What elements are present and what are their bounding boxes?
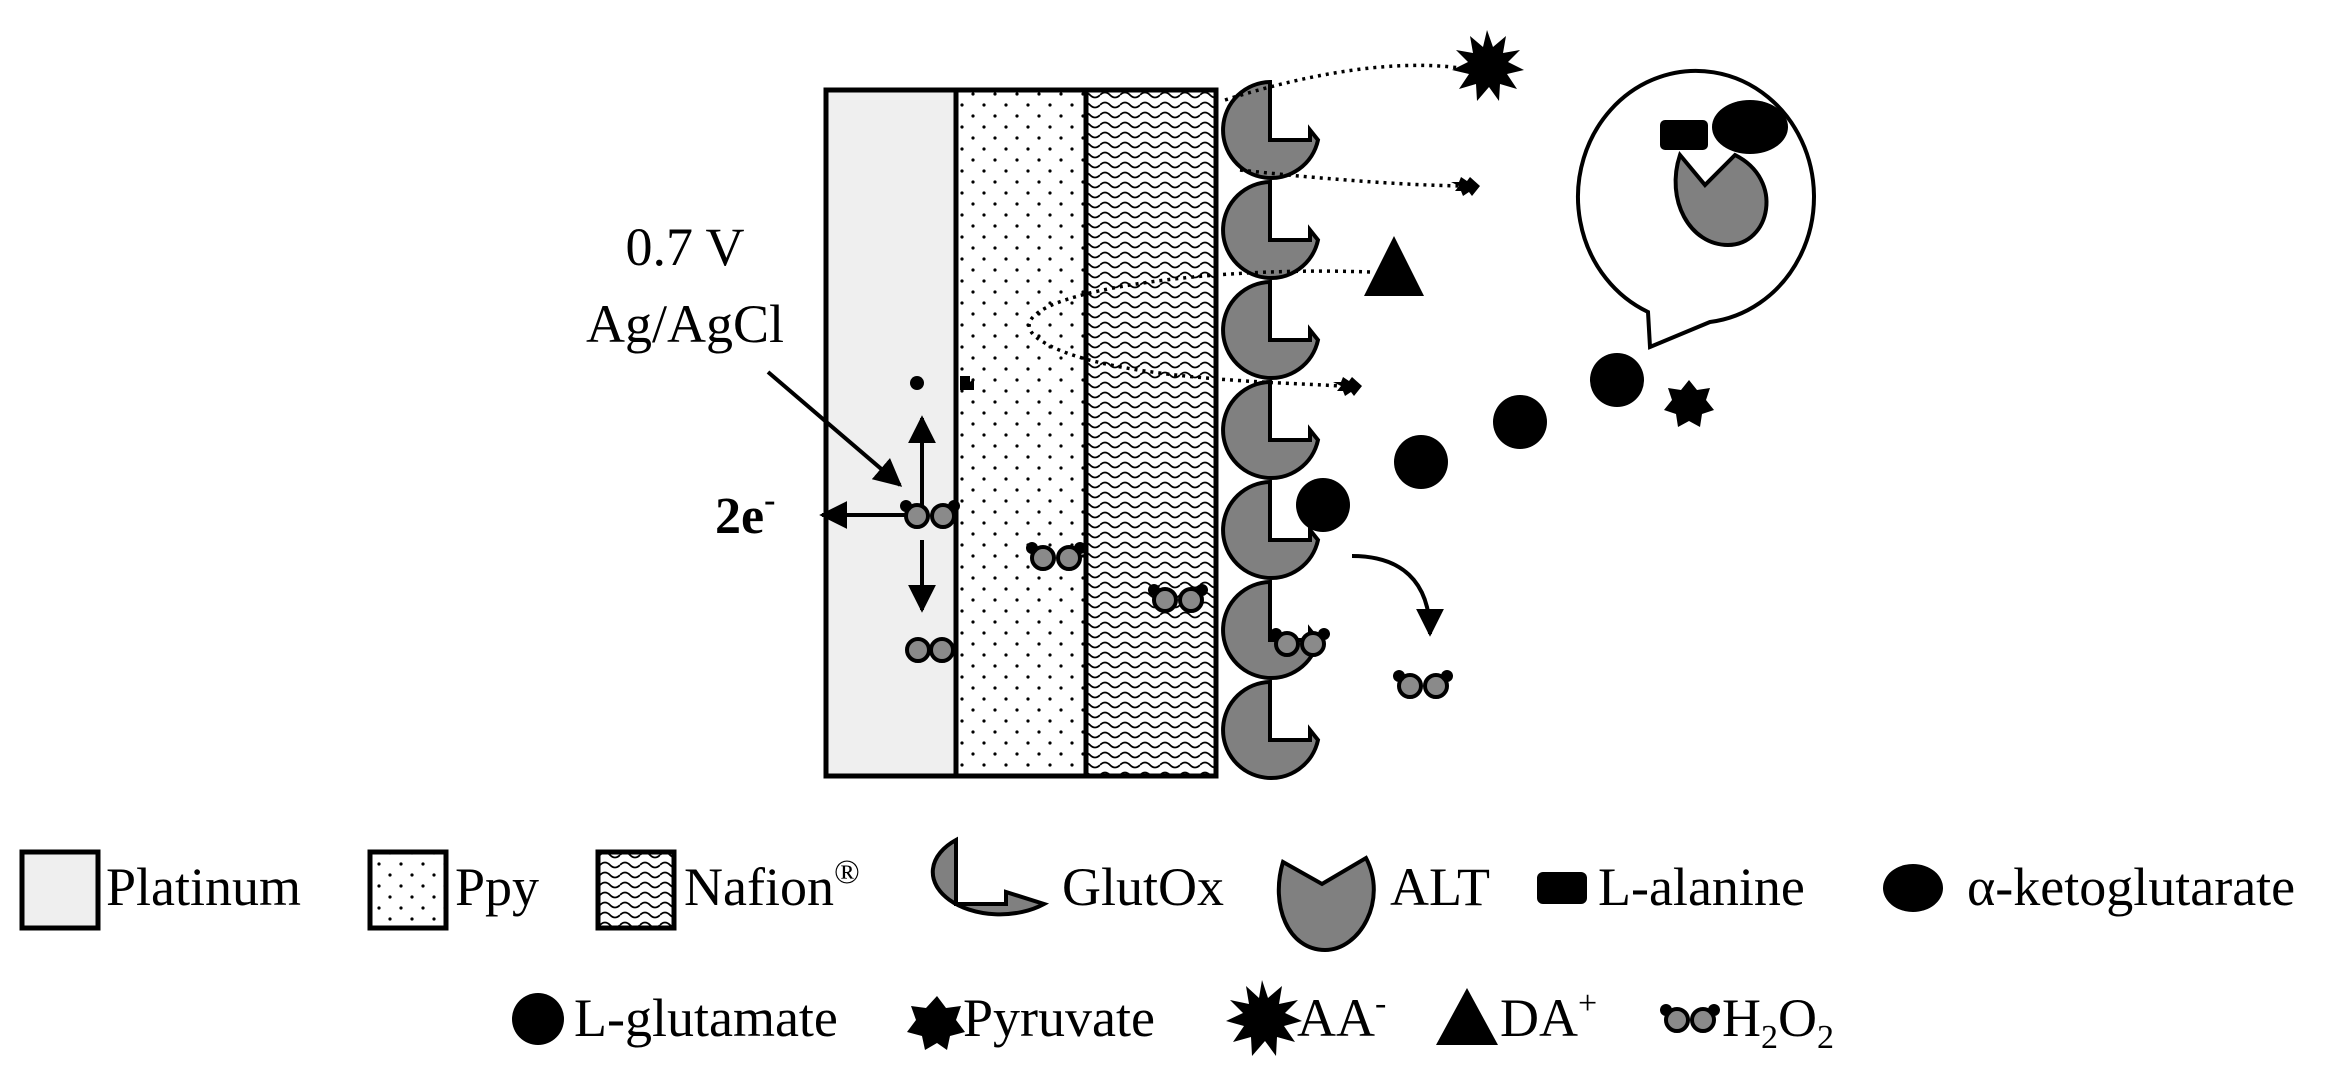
ppy-layer [953, 87, 1089, 779]
legend-nafion-label: Nafion® [684, 854, 860, 917]
arrow-potential [766, 370, 903, 487]
legend-ppy-label: Ppy [455, 857, 539, 917]
legend-platinum-swatch [19, 849, 101, 931]
glutamate-reaction-arrow [1351, 554, 1444, 637]
h2o2-released-icon [1391, 668, 1455, 699]
legend-nafion-text: Nafion [684, 857, 834, 917]
legend-aa-label: AA- [1297, 985, 1386, 1048]
a-ketoglutarate-icon [1712, 100, 1788, 154]
platinum-layer [823, 87, 959, 779]
legend-h2o2-h: H [1722, 988, 1761, 1048]
electrons-label: 2e- [715, 482, 775, 545]
aa-starburst-icon [1452, 30, 1524, 101]
legend-da-sup: + [1578, 985, 1597, 1022]
legend-da-text: DA [1500, 988, 1578, 1048]
legend-l-alanine-icon [1537, 872, 1587, 904]
legend-h2o2-sub2: 2 [1817, 1019, 1834, 1056]
legend-da-label: DA+ [1500, 985, 1597, 1048]
legend-aa-icon [1226, 980, 1302, 1056]
potential-label: 0.7 V [625, 217, 744, 277]
interferent-paths [1027, 63, 1471, 388]
legend-ppy-swatch [367, 849, 449, 931]
legend-da-icon [1436, 988, 1498, 1045]
legend-aa-sup: - [1375, 985, 1386, 1022]
repelled-small-icons [1333, 177, 1480, 396]
h-proton-mark [960, 376, 974, 390]
legend-pyruvate-icon [907, 996, 965, 1050]
da-triangle-icon [1364, 236, 1424, 296]
legend-l-glutamate-icon [512, 993, 564, 1045]
legend-l-glutamate-label: L-glutamate [574, 988, 838, 1048]
nafion-layer [1083, 87, 1219, 779]
legend-h2o2-label: H2O2 [1722, 988, 1834, 1056]
pyruvate-star-icon [1664, 380, 1714, 427]
legend-l-alanine-label: L-alanine [1598, 857, 1805, 917]
legend-pyruvate-label: Pyruvate [963, 988, 1155, 1048]
legend-h2o2-sub1: 2 [1761, 1019, 1778, 1056]
legend-h2o2-icon [1658, 1002, 1722, 1033]
legend-nafion-sup: ® [834, 854, 860, 891]
legend-glutox-icon [930, 836, 1050, 917]
electrons-sup: - [764, 482, 775, 519]
legend-platinum-label: Platinum [106, 857, 301, 917]
legend-nafion-swatch [595, 849, 677, 931]
o2-dot [910, 376, 924, 390]
legend-aa-text: AA [1297, 988, 1375, 1048]
glutox-enzymes [1221, 80, 1320, 780]
legend-alt-label: ALT [1390, 857, 1490, 917]
legend-glutox-label: GlutOx [1062, 857, 1224, 917]
legend-alt-icon [1276, 855, 1376, 953]
legend-a-ketoglutarate-icon [1883, 864, 1943, 912]
legend-a-ketoglutarate-label: α-ketoglutarate [1967, 857, 2295, 917]
reference-label: Ag/AgCl [586, 294, 784, 354]
l-alanine-icon [1660, 120, 1708, 150]
alt-enzyme-icon [1673, 150, 1769, 248]
l-glutamate-circles [1296, 353, 1644, 532]
legend-h2o2-o: O [1778, 988, 1817, 1048]
electrons-text: 2e [715, 488, 764, 545]
